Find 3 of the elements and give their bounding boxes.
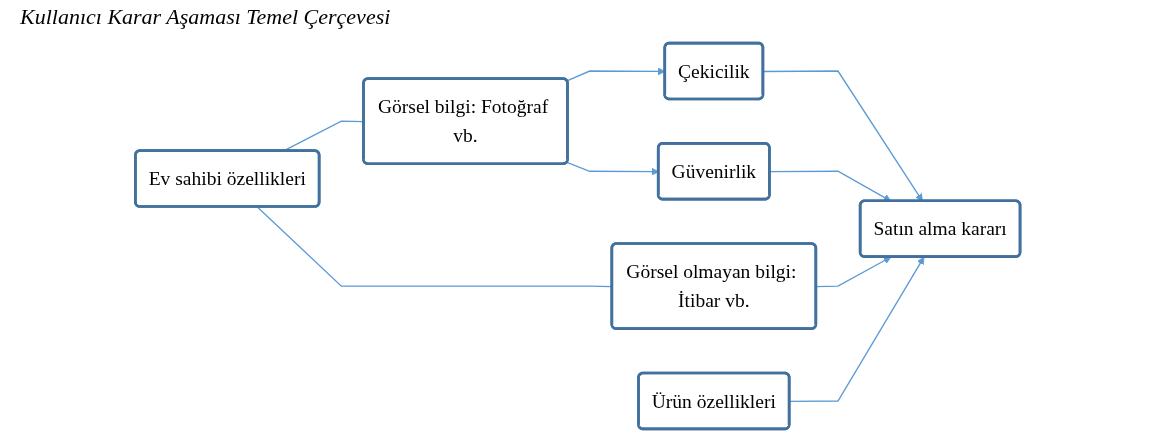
diagram-title: Kullanıcı Karar Aşaması Temel Çerçevesi — [19, 3, 392, 31]
arrow — [566, 67, 666, 82]
arrow — [789, 256, 925, 403]
